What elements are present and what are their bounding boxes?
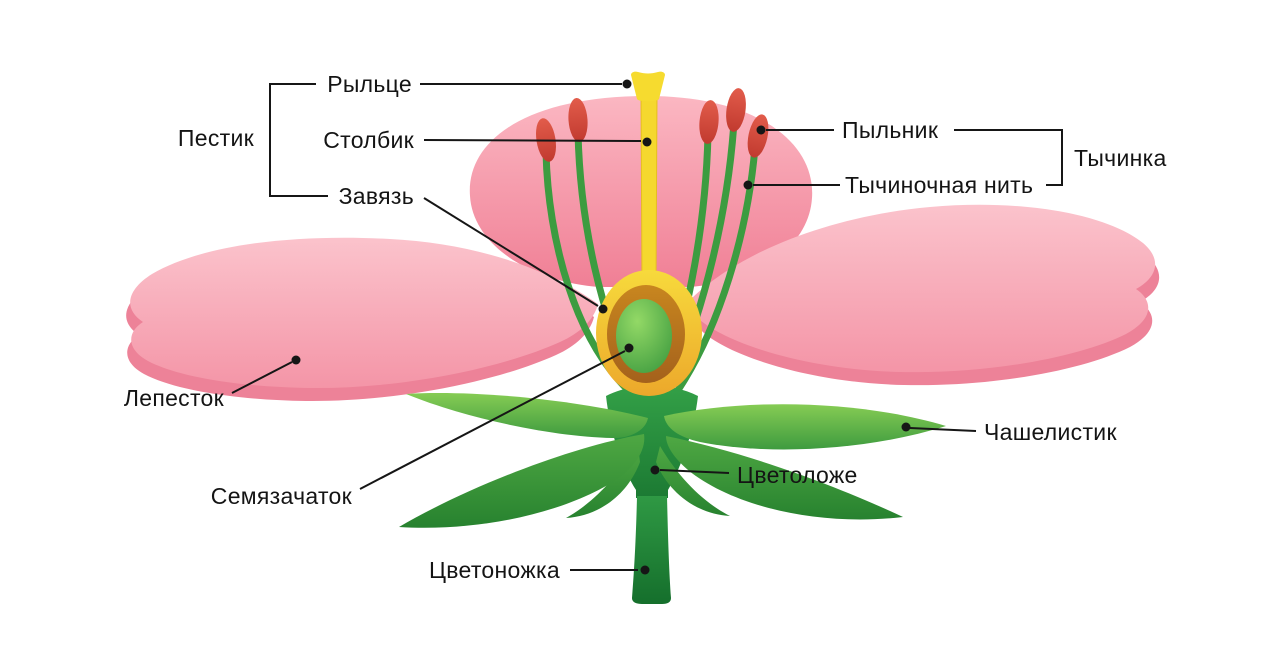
annotations: Рыльце Столбик Завязь Пестик Лепесток Се… <box>124 71 1167 583</box>
flower-illustration <box>126 71 1160 604</box>
label-ovule: Семязачаток <box>211 483 353 509</box>
sepal-right-upper <box>664 404 946 450</box>
pistil-bracket <box>269 83 328 197</box>
petal-left <box>130 237 599 389</box>
dot-filament <box>743 180 753 190</box>
leader-ovary <box>423 197 599 307</box>
sepal-left-upper <box>406 393 648 438</box>
sepal-small-right <box>656 446 730 516</box>
leader-style <box>423 139 642 142</box>
dot-ovary <box>598 304 608 314</box>
label-receptacle: Цветоложе <box>737 462 858 488</box>
anther-shape <box>699 100 719 144</box>
label-stigma: Рыльце <box>327 71 412 97</box>
sepal-right-lower <box>666 436 903 520</box>
sepal-left-lower <box>399 434 645 528</box>
leader-receptacle <box>659 469 730 474</box>
dot-receptacle <box>650 465 660 475</box>
dot-anther <box>756 125 766 135</box>
label-petal: Лепесток <box>124 385 225 411</box>
dot-petal <box>291 355 301 365</box>
leader-sepal <box>909 427 977 432</box>
sepals <box>399 393 946 528</box>
leader-ovule <box>359 350 626 490</box>
style-shape <box>640 95 658 286</box>
anther-shape <box>568 98 588 142</box>
label-pedicel: Цветоножка <box>429 557 560 583</box>
label-filament: Тычиночная нить <box>845 172 1033 198</box>
anther-shape <box>726 88 746 132</box>
dot-style <box>642 137 652 147</box>
stigma-shape <box>631 71 665 102</box>
stamen-bracket <box>954 129 1063 186</box>
dot-stigma <box>622 79 632 89</box>
leader-petal <box>231 361 293 394</box>
ovule-shape <box>616 299 672 373</box>
label-style: Столбик <box>323 127 414 153</box>
petal-right <box>691 204 1156 373</box>
pistil <box>631 71 665 286</box>
label-sepal: Чашелистик <box>984 419 1117 445</box>
ovary-group <box>596 270 702 396</box>
dot-sepal <box>901 422 911 432</box>
dot-ovule <box>624 343 634 353</box>
dot-pedicel <box>640 565 650 575</box>
label-ovary: Завязь <box>339 183 414 209</box>
sepal-small-left <box>566 446 640 518</box>
label-pistil-group: Пестик <box>178 125 255 151</box>
label-stamen-group: Тычинка <box>1074 145 1167 171</box>
pedicel-shape <box>632 496 671 604</box>
label-anther: Пыльник <box>842 117 939 143</box>
anther-shape <box>747 114 769 158</box>
